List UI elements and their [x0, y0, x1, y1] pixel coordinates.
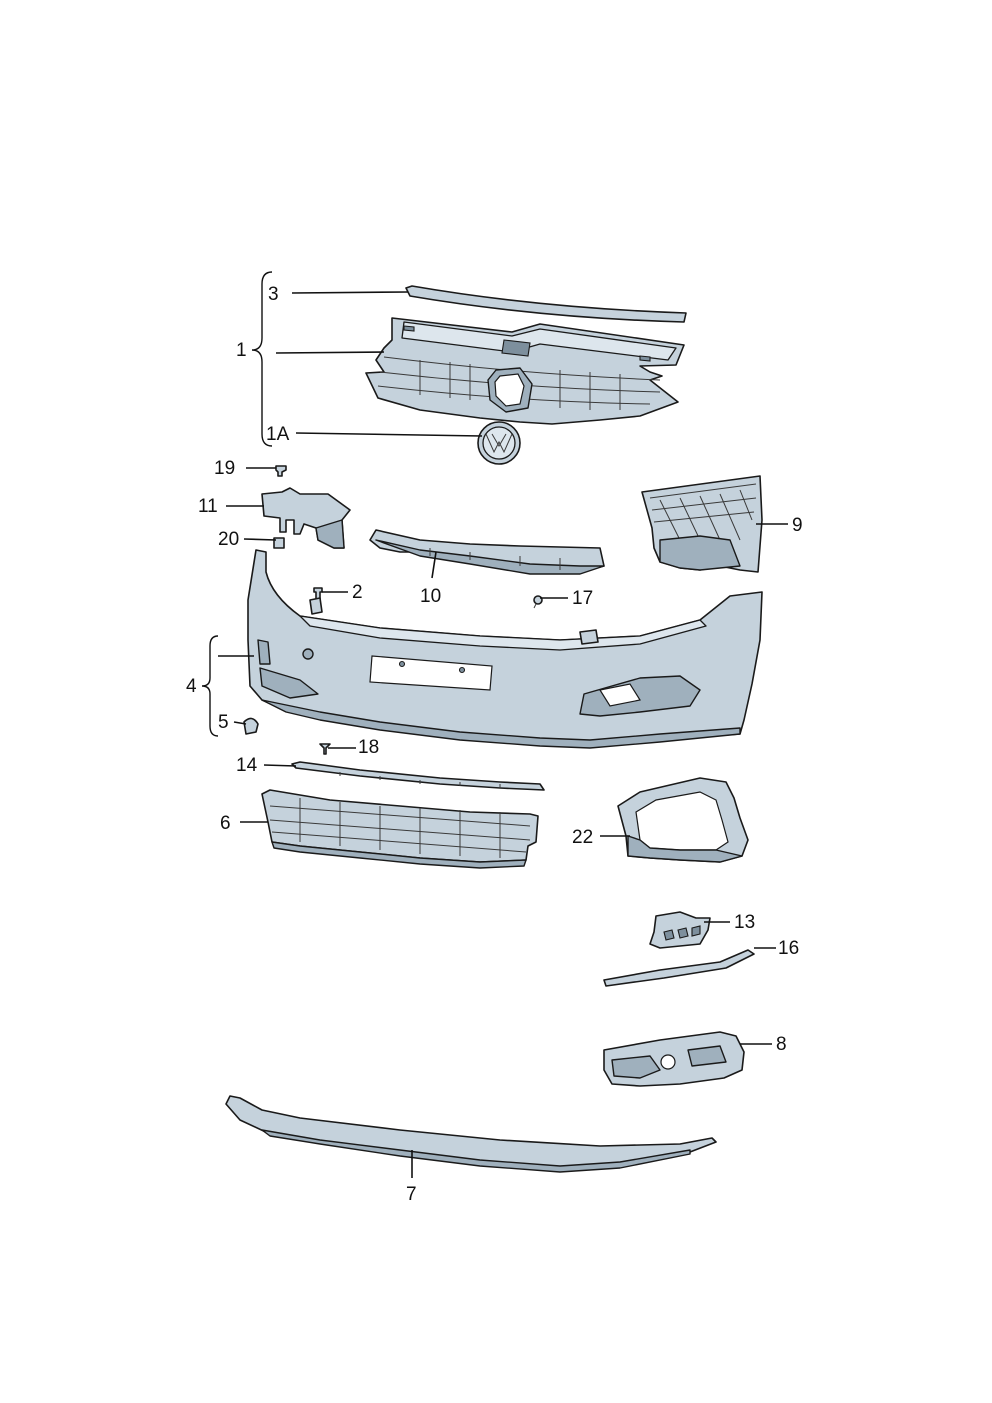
spoiler-lip-7 [225, 1095, 717, 1173]
callout-9: 9 [792, 515, 803, 536]
fog-lamp-frame-22 [617, 777, 749, 863]
callout-13: 13 [734, 912, 755, 933]
callout-6: 6 [220, 813, 231, 834]
callout-18: 18 [358, 737, 379, 758]
callout-1: 1 [236, 340, 247, 361]
brace-4 [201, 635, 219, 737]
trim-strip-14 [291, 761, 545, 791]
callout-4: 4 [186, 676, 197, 697]
trim-strip-3 [405, 285, 687, 323]
screw-18 [319, 743, 331, 755]
fog-lamp-cover-8 [603, 1031, 745, 1087]
callout-5: 5 [218, 712, 229, 733]
nut-20 [273, 537, 285, 549]
bracket-11 [261, 487, 351, 549]
callout-3: 3 [268, 284, 279, 305]
callout-22: 22 [572, 827, 593, 848]
callout-16: 16 [778, 938, 799, 959]
impact-absorber-10 [369, 529, 605, 575]
callout-20: 20 [218, 529, 239, 550]
callout-10: 10 [420, 586, 441, 607]
clip-19 [275, 465, 287, 477]
bumper-cover-4 [247, 549, 763, 749]
callout-1a: 1A [266, 424, 290, 445]
callout-14: 14 [236, 755, 258, 776]
bracket-13 [649, 911, 711, 949]
trim-strip-16 [603, 949, 755, 987]
emblem-1a [477, 421, 521, 465]
callout-2: 2 [352, 582, 363, 603]
callout-8: 8 [776, 1034, 787, 1055]
callout-19: 19 [214, 458, 235, 479]
leader-lines [218, 291, 788, 1178]
side-bracket-9 [641, 475, 763, 573]
cap-5 [243, 717, 259, 735]
radiator-grille-1 [365, 317, 685, 425]
lower-grille-6 [261, 789, 539, 869]
callout-17: 17 [572, 588, 593, 609]
brace-1 [251, 271, 273, 447]
callout-11: 11 [198, 496, 218, 517]
callout-7: 7 [406, 1184, 417, 1205]
callout-labels: 3 1 1A 19 11 20 2 10 17 9 4 5 18 14 6 22… [186, 284, 803, 1205]
